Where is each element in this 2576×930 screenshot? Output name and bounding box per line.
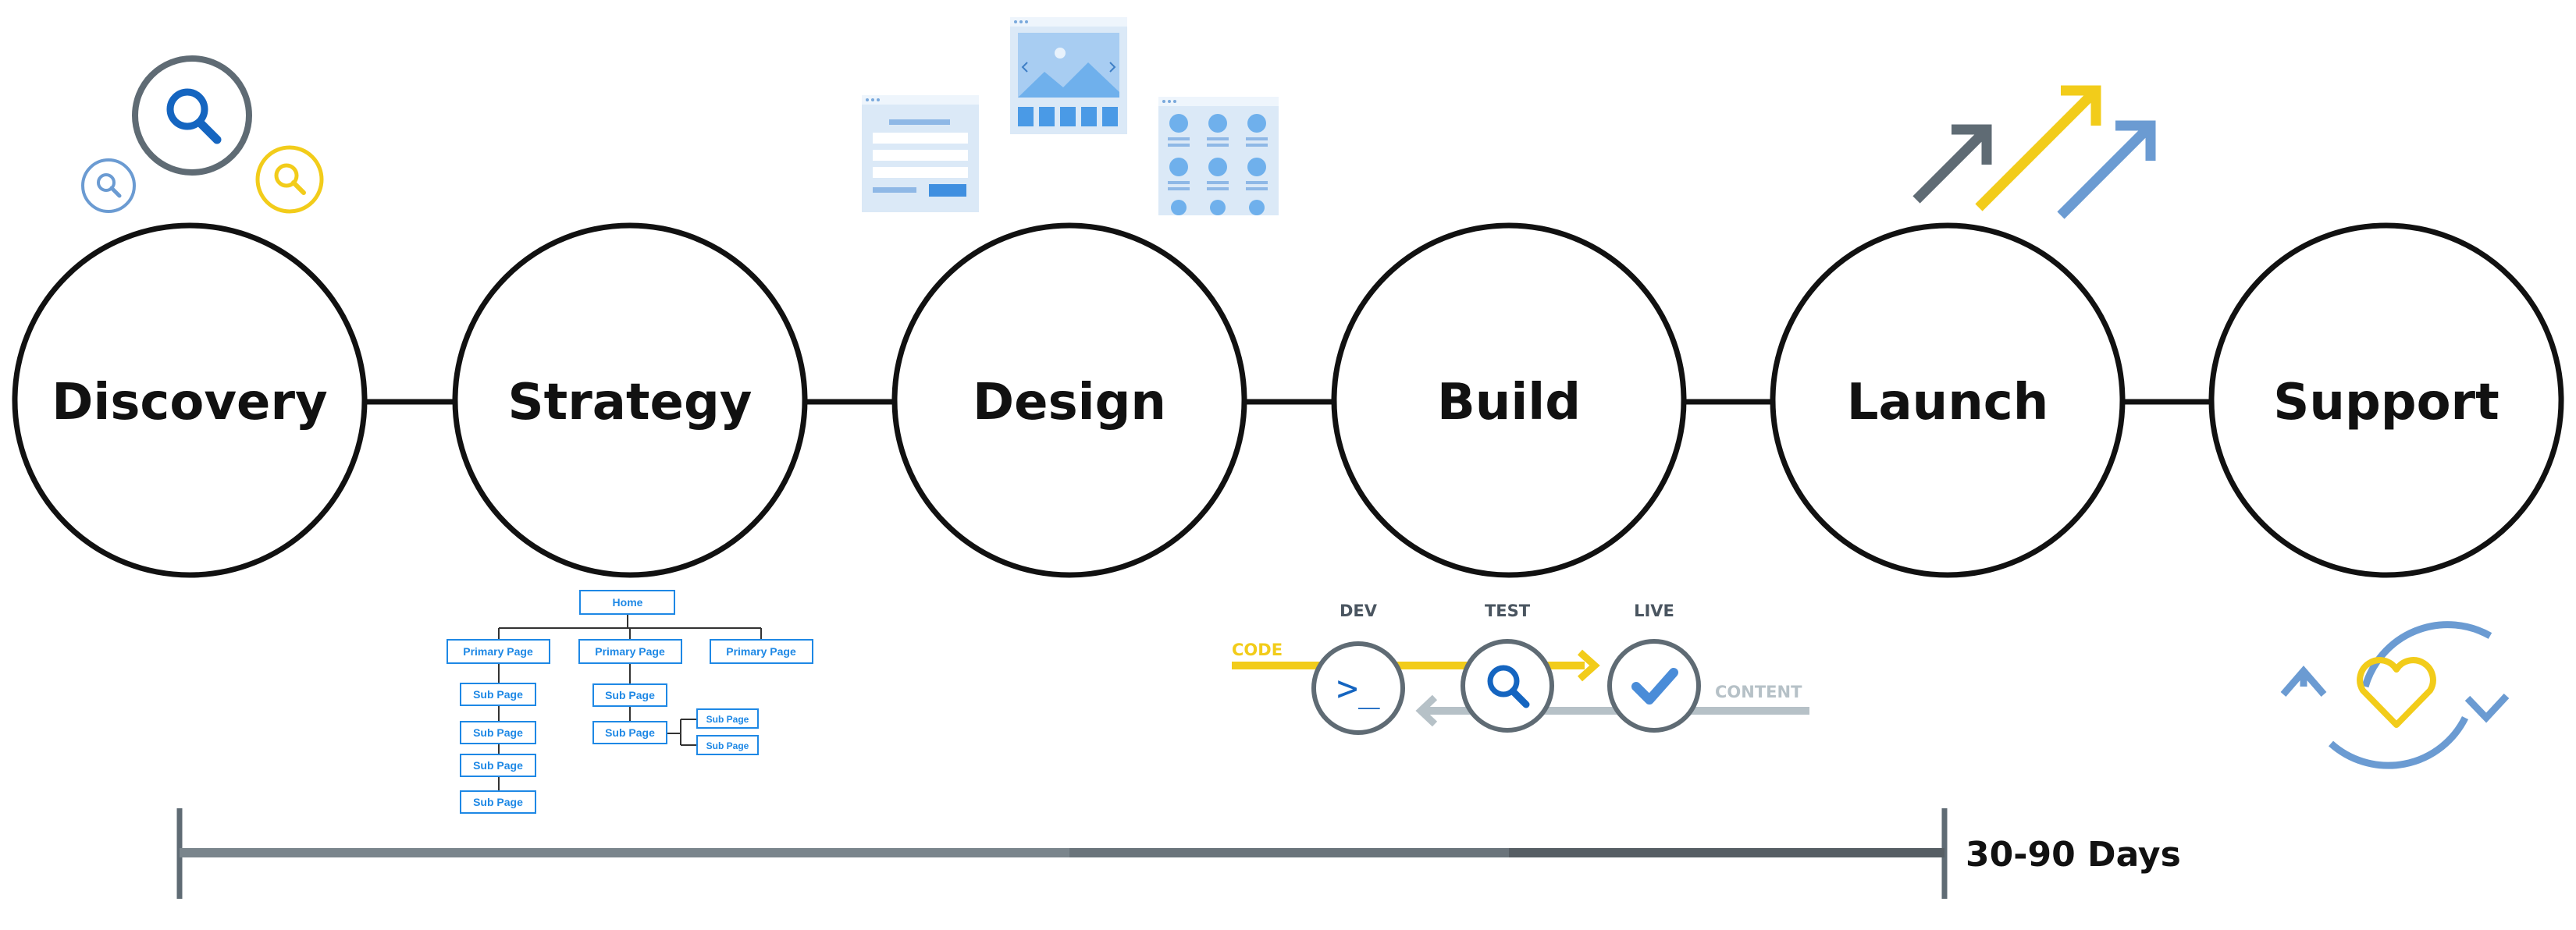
svg-text:Sub Page: Sub Page [605, 689, 655, 701]
discovery-search-icons [81, 55, 324, 214]
stage-circle [891, 222, 1247, 578]
build-pipeline: CODE CONTENT DEV >_ TEST LIVE [1232, 602, 1809, 735]
stage-label: Strategy [508, 374, 753, 431]
sitemap-sub-node: Sub Page [460, 683, 536, 706]
svg-text:Primary Page: Primary Page [726, 645, 796, 658]
gallery-wireframe-icon [1010, 17, 1127, 134]
sitemap-sub-node: Sub Page [460, 721, 536, 744]
search-icon [1461, 639, 1554, 733]
checkmark-icon [1607, 639, 1701, 733]
timeline: 30-90 Days [176, 808, 2181, 899]
svg-text:Sub Page: Sub Page [706, 740, 749, 751]
sitemap: Home Primary Page Primary Page Primary P… [447, 590, 813, 814]
sitemap-sub-node: Sub Page [460, 790, 536, 814]
sitemap-sub-node: Sub Page [592, 683, 667, 707]
stage-launch: Launch [1770, 222, 2126, 578]
live-label: LIVE [1634, 602, 1674, 620]
stage-support: Support [2208, 222, 2564, 578]
sitemap-primary-node: Primary Page [578, 639, 682, 664]
sitemap-sub-node: Sub Page [592, 721, 667, 744]
stage-label: Launch [1847, 374, 2049, 431]
arrow-up-right-icon [1975, 85, 2101, 211]
svg-text:Sub Page: Sub Page [605, 726, 655, 739]
svg-text:Sub Page: Sub Page [473, 688, 523, 701]
arrow-left-icon [1415, 694, 1438, 727]
arrow-right-icon [1577, 649, 1600, 682]
stage-circle [2208, 222, 2564, 578]
stage-build: Build [1331, 222, 1687, 578]
search-icon [81, 158, 136, 213]
stage-label: Discovery [52, 374, 327, 431]
sitemap-sub-node: Sub Page [696, 708, 759, 729]
stage-label: Support [2273, 374, 2499, 431]
arrow-up-right-icon [2057, 120, 2156, 219]
code-label: CODE [1232, 641, 1283, 659]
launch-arrows [1912, 85, 2156, 219]
svg-text:Sub Page: Sub Page [473, 726, 523, 739]
terminal-icon: >_ [1311, 641, 1405, 735]
heart-icon [2357, 657, 2436, 728]
stage-discovery: Discovery [12, 222, 368, 578]
search-icon [132, 55, 252, 176]
svg-text:>_: >_ [1336, 667, 1380, 709]
stage-label: Design [973, 374, 1166, 431]
content-label: CONTENT [1715, 683, 1802, 701]
timeline-duration-label: 30-90 Days [1966, 835, 2181, 875]
sitemap-sub-node: Sub Page [460, 754, 536, 777]
stage-label: Build [1437, 374, 1581, 431]
test-label: TEST [1485, 602, 1531, 620]
sitemap-home-node: Home [579, 590, 675, 615]
arrow-up-right-icon [1912, 124, 1992, 204]
svg-text:Home: Home [613, 596, 643, 609]
svg-text:Sub Page: Sub Page [473, 796, 523, 808]
svg-text:Sub Page: Sub Page [473, 759, 523, 772]
sitemap-primary-node: Primary Page [447, 639, 550, 664]
support-heart-refresh-icon [2280, 621, 2510, 769]
team-grid-wireframe-icon [1158, 97, 1279, 215]
stage-design: Design [891, 222, 1247, 578]
stage-strategy: Strategy [452, 222, 808, 578]
svg-text:Primary Page: Primary Page [463, 645, 533, 658]
stage-circle [1770, 222, 2126, 578]
stage-circle [1331, 222, 1687, 578]
stage-circle [452, 222, 808, 578]
sitemap-primary-node: Primary Page [710, 639, 813, 664]
svg-text:Sub Page: Sub Page [706, 714, 749, 725]
stage-circle [12, 222, 368, 578]
sitemap-sub-node: Sub Page [696, 735, 759, 755]
search-icon [255, 145, 324, 214]
svg-text:Primary Page: Primary Page [595, 645, 665, 658]
dev-label: DEV [1340, 602, 1378, 620]
design-wireframes [862, 17, 1279, 215]
form-wireframe-icon [862, 95, 979, 212]
